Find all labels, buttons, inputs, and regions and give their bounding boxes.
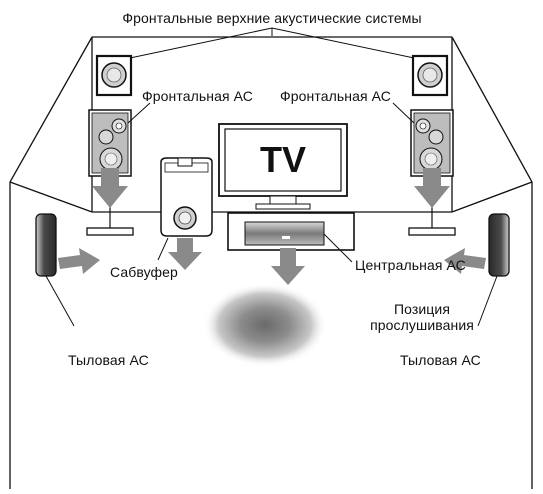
label-rear-left: Тыловая АС [68, 352, 149, 368]
tv-stand [227, 212, 355, 263]
front-speaker-left [86, 109, 134, 236]
label-listening-line2: прослушивания [370, 317, 474, 333]
arrow-front-right [414, 168, 450, 208]
tv-set [218, 123, 348, 210]
label-center: Центральная АС [355, 257, 466, 273]
front-high-speaker-left [95, 54, 133, 97]
label-subwoofer: Сабвуфер [110, 264, 178, 280]
label-front-left: Фронтальная АС [142, 88, 253, 104]
arrow-rear-left [58, 248, 100, 274]
front-high-leader-lines [129, 27, 415, 59]
front-high-speaker-right [411, 54, 449, 97]
subwoofer [157, 157, 213, 261]
tv-logo: TV [260, 139, 306, 180]
front-left-leader-line [127, 102, 151, 124]
arrow-rear-right [444, 248, 486, 274]
front-speaker-right [408, 109, 456, 236]
room-outline [9, 36, 533, 489]
rear-speaker-right [477, 213, 510, 327]
label-front-high: Фронтальные верхние акустические системы [122, 10, 422, 26]
label-rear-right: Тыловая АС [400, 352, 481, 368]
arrow-center [271, 248, 305, 285]
listening-zone [203, 283, 327, 367]
arrow-front-left [92, 168, 128, 208]
rear-speaker-left [35, 213, 75, 327]
sound-arrows [58, 168, 486, 285]
front-right-leader-line [392, 102, 415, 124]
arrow-subwoofer [168, 238, 202, 270]
label-listening-line1: Позиция [393, 301, 451, 317]
label-front-right: Фронтальная АС [280, 88, 391, 104]
